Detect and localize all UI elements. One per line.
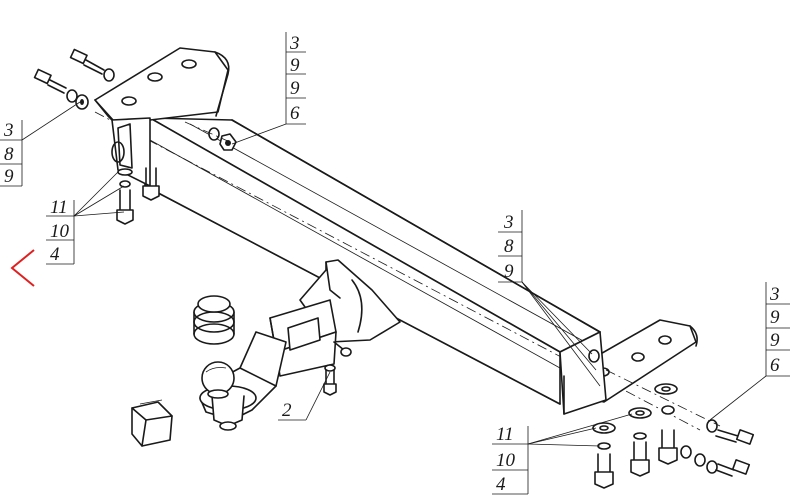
cross-beam — [94, 111, 701, 431]
bolt-r-side — [605, 369, 755, 477]
left-bolts — [33, 48, 237, 225]
leader-lines — [0, 32, 790, 495]
callout-right-top-2: 9 — [770, 307, 780, 328]
receiver-plug — [131, 399, 173, 447]
callout-center-2: 8 — [504, 236, 514, 257]
callout-left-middle-3: 4 — [50, 244, 60, 265]
callout-left-middle-1: 11 — [50, 197, 68, 218]
right-bracket — [559, 319, 698, 415]
callout-right-top-3: 9 — [770, 330, 780, 351]
callout-center-3: 9 — [504, 261, 514, 282]
bolt-top-2 — [33, 68, 89, 110]
callout-bottom-right-1: 11 — [496, 424, 514, 445]
bolt-r2 — [630, 441, 650, 477]
callout-top-center-1: 3 — [290, 33, 300, 54]
bolt-r3 — [658, 429, 678, 465]
callout-right-top-1: 3 — [770, 284, 780, 305]
callout-top-center-4: 6 — [290, 103, 300, 124]
callout-bottom-right-2: 10 — [496, 450, 515, 471]
bolt-bottom-2 — [142, 167, 160, 201]
callout-left-middle-2: 10 — [50, 221, 69, 242]
callout-ball-mount: 2 — [282, 400, 292, 421]
tow-ball — [201, 361, 235, 399]
callout-top-left-3: 9 — [4, 166, 14, 187]
pin-bolt — [323, 364, 337, 396]
callout-top-left-2: 8 — [4, 144, 14, 165]
chevron-left-icon — [10, 249, 35, 287]
callout-top-center-3: 9 — [290, 78, 300, 99]
bolt-r1 — [594, 453, 614, 489]
receiver-housing — [269, 259, 401, 377]
left-bracket — [94, 47, 230, 187]
bolt-bottom-1 — [116, 168, 134, 225]
nut-top-right — [184, 121, 237, 151]
ball-cover-cap — [193, 295, 235, 345]
previous-arrow-button[interactable] — [6, 246, 40, 290]
callout-bottom-right-3: 4 — [496, 474, 506, 495]
callout-center-1: 3 — [504, 212, 514, 233]
callout-top-center-2: 9 — [290, 55, 300, 76]
callout-top-left-1: 3 — [4, 120, 14, 141]
bolt-top-1 — [69, 48, 115, 82]
right-fasteners — [592, 369, 755, 489]
callout-right-top-4: 6 — [770, 355, 780, 376]
